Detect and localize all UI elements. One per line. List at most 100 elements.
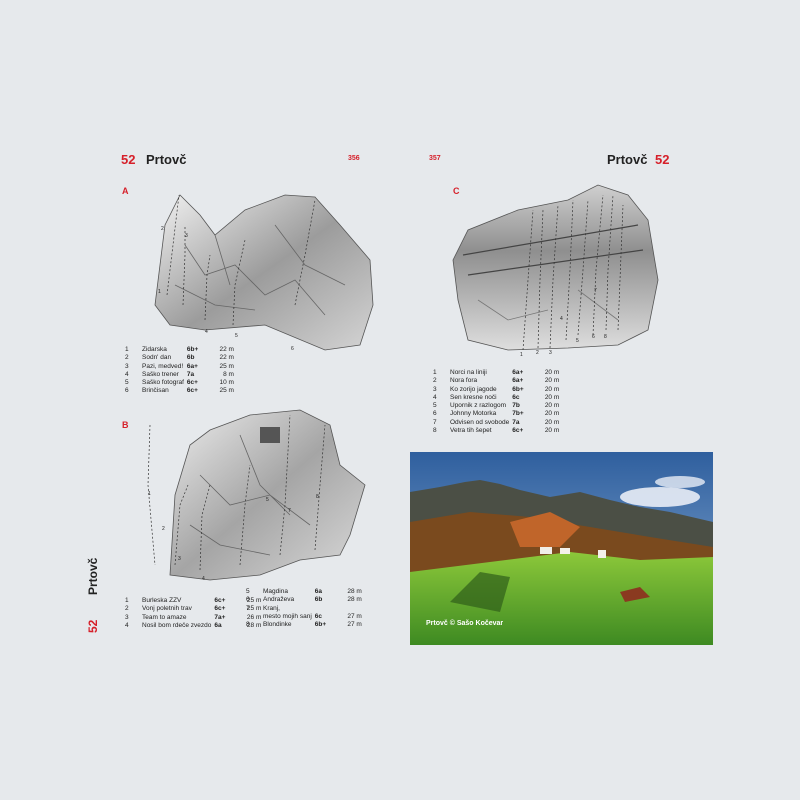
route-grade: 6c+ [512, 427, 524, 435]
route-number: 6 [246, 596, 250, 604]
route-name: Kranj, [263, 604, 280, 612]
route-grade: 7a [512, 418, 520, 426]
route-grade: 6a+ [186, 362, 198, 370]
route-number: 3 [125, 613, 129, 621]
sector-a-label: A [122, 186, 129, 196]
route-name: Johnny Motorka [450, 410, 497, 418]
route-grade: 6c [314, 612, 323, 620]
route-grade: 6c+ [214, 597, 226, 604]
route-name: Blondinke [263, 621, 292, 629]
route-name: Brinčisan [142, 387, 169, 395]
svg-text:5: 5 [576, 338, 579, 344]
route-grade: 6a [314, 588, 323, 595]
svg-text:4: 4 [560, 316, 563, 322]
route-row: 5 Magdina 6a 28 m [246, 588, 365, 596]
route-length: 28 m [347, 588, 362, 595]
route-grade: 7a [186, 370, 195, 378]
route-number: 5 [125, 379, 129, 387]
route-grade: 6b+ [314, 621, 327, 629]
sector-b-label: B [122, 420, 129, 430]
right-page-number: 357 [429, 155, 441, 162]
right-section-number: 52 [655, 152, 670, 167]
route-length: 26 m [246, 613, 262, 621]
route-grade: 6c+ [186, 379, 198, 387]
svg-text:3: 3 [549, 350, 552, 356]
route-name: Upornik z razlogom [450, 402, 506, 410]
svg-text:1: 1 [520, 352, 523, 358]
svg-text:5: 5 [235, 333, 238, 339]
route-length: 27 m [347, 621, 362, 629]
right-page-title: Prtovč [607, 152, 648, 167]
route-row: 4 Saško trener 7a 8 m [125, 371, 237, 379]
svg-text:1: 1 [148, 491, 151, 497]
svg-text:6: 6 [291, 346, 294, 352]
svg-text:2: 2 [536, 350, 539, 356]
route-number: 3 [433, 385, 437, 393]
route-grade [315, 605, 340, 613]
route-grade: 6a+ [512, 377, 524, 385]
route-length: 20 m [544, 385, 560, 393]
left-page-number: 356 [348, 155, 360, 162]
route-length: 27 m [347, 612, 362, 620]
route-grade: 6c [512, 393, 520, 401]
route-name: Saško trener [142, 370, 179, 378]
route-grade: 6b [186, 354, 195, 362]
route-length: 20 m [544, 427, 560, 435]
svg-text:4: 4 [202, 576, 205, 582]
route-name: Vonj poletnih trav [142, 605, 192, 613]
route-number: 2 [433, 377, 437, 385]
route-number: 5 [246, 588, 250, 595]
landscape-photo: Prtovč © Sašo Kočevar [410, 452, 713, 645]
route-number: 4 [125, 370, 129, 378]
route-number: 2 [125, 354, 129, 362]
left-section-number: 52 [121, 152, 136, 167]
svg-text:8: 8 [316, 494, 319, 500]
svg-text:5: 5 [266, 497, 269, 503]
svg-text:2: 2 [161, 226, 164, 232]
route-name: Saško fotograf [142, 379, 184, 387]
route-name: Pazi, medved! [142, 362, 184, 370]
route-name: Magdina [263, 588, 288, 595]
route-number: 1 [433, 369, 437, 376]
route-number: 6 [433, 410, 437, 418]
route-grade: 6b+ [512, 385, 524, 393]
svg-text:3: 3 [178, 556, 181, 562]
route-length [340, 605, 365, 613]
route-name: Team to amaze [142, 613, 187, 621]
svg-text:6: 6 [592, 334, 595, 340]
route-length: 25 m [219, 362, 234, 370]
route-number: 4 [433, 393, 437, 401]
side-tab: Prtovč 52 [84, 558, 104, 635]
route-length: 25 m [246, 597, 262, 604]
route-length: 28 m [347, 596, 362, 604]
route-number: 5 [433, 402, 437, 410]
route-length: 8 m [223, 370, 234, 378]
route-number: 6 [125, 387, 129, 395]
route-length: 22 m [219, 346, 234, 353]
route-name: mesto mojih sanj [263, 612, 312, 620]
route-length: 25 m [219, 387, 234, 395]
svg-text:1: 1 [158, 289, 161, 295]
